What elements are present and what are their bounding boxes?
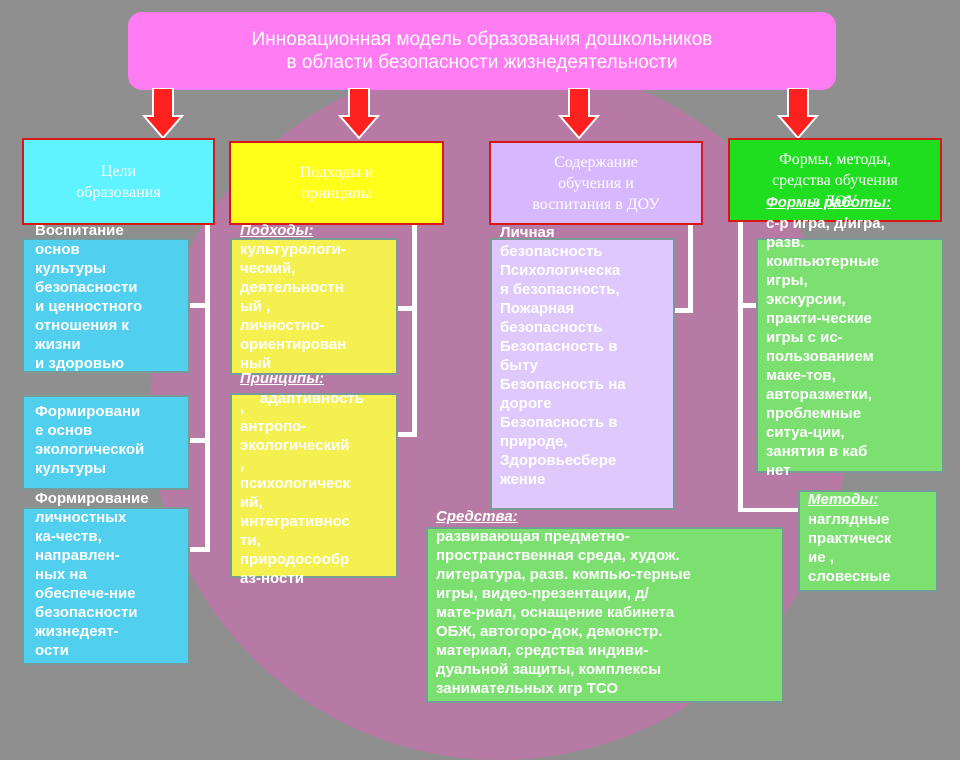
connector-forms-1 [738, 303, 756, 308]
forms-box [756, 238, 944, 473]
means-label: Средства: [436, 508, 518, 525]
principles-box [230, 393, 398, 578]
arrow-down-icon [777, 88, 819, 140]
connector-approaches-vertical [412, 225, 417, 437]
forms-label: Формы работы: [766, 194, 892, 211]
methods-box [798, 490, 938, 592]
connector-forms-2 [738, 508, 798, 512]
connector-content-1 [674, 308, 693, 313]
means-box [426, 527, 784, 703]
approaches-box [230, 238, 398, 375]
header-content: Содержание обучения и воспитания в ДОУ [489, 141, 703, 225]
title-line-1: Инновационная модель образования дошколь… [251, 29, 713, 50]
principles-text: , антропо- экологический , психологическ… [240, 399, 351, 587]
methods-label: Методы: [808, 491, 879, 508]
methods-text: наглядные практическ ие , словесные [808, 511, 892, 585]
content-box [490, 238, 675, 510]
principles-label: Принципы: [240, 370, 324, 387]
goals-item-1-text: Воспитание основ культуры безопасности и… [35, 222, 143, 372]
header-goals: Цели образования [22, 138, 215, 225]
connector-goals-2 [190, 438, 210, 443]
goals-item-3-box [22, 507, 190, 665]
header-forms: Формы, методы, средства обучения в ДОУ [728, 138, 942, 222]
goals-item-2-box [22, 395, 190, 490]
title-line-2: в области безопасности жизнедеятельности [286, 52, 678, 73]
arrow-down-icon [558, 88, 600, 140]
approaches-label: Подходы: [240, 222, 314, 239]
content-items-text: Личная безопасность Психологическа я без… [500, 224, 626, 488]
connector-forms-vertical [738, 222, 743, 512]
goals-item-1-box [22, 238, 190, 373]
connector-goals-vertical [205, 225, 210, 550]
approaches-text: культурологи- ческий, деятельностн ый , … [240, 241, 347, 372]
diagram-title: Инновационная модель образования дошколь… [128, 12, 836, 90]
arrow-down-icon [142, 88, 184, 140]
connector-goals-3 [190, 547, 210, 552]
means-text: развивающая предметно- пространственная … [436, 528, 691, 697]
connector-goals-1 [190, 303, 210, 308]
principles-overlap-text: адаптивность [260, 390, 364, 407]
goals-item-2-text: Формировани е основ экологической культу… [35, 403, 145, 477]
connector-approaches-1 [398, 306, 417, 311]
goals-item-3-text: Формирование личностных ка-честв, направ… [35, 490, 149, 659]
connector-content-vertical [688, 225, 693, 313]
forms-text: с-р игра, д/игра, разв. компьютерные игр… [766, 215, 885, 479]
header-approaches: Подходы и принципы [229, 141, 444, 225]
connector-approaches-2 [398, 432, 417, 437]
arrow-down-icon [338, 88, 380, 140]
